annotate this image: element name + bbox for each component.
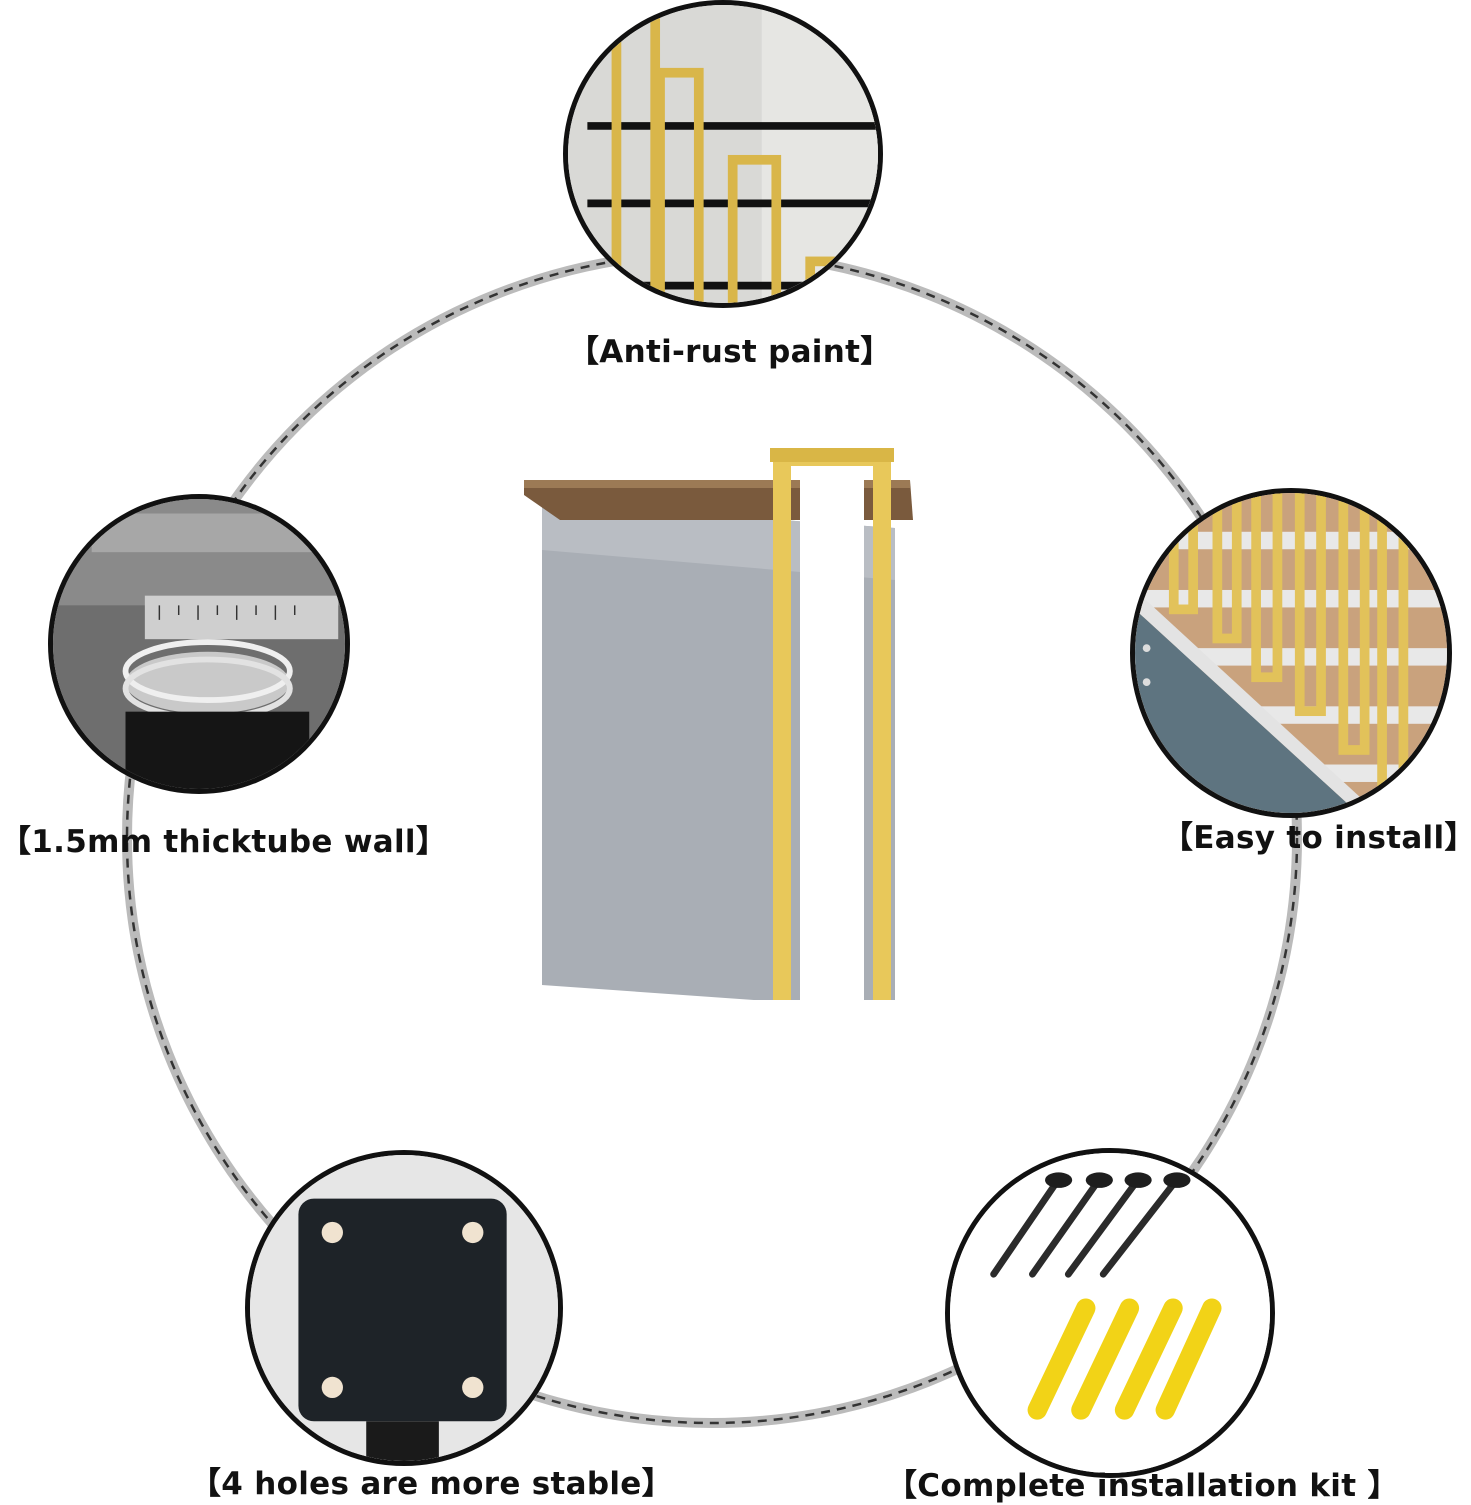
anti-rust-paint-caption: 【Anti-rust paint】 (568, 334, 892, 370)
easy-install-caption: 【Easy to install】 (1162, 820, 1471, 856)
easy-install-photo (1130, 488, 1452, 818)
four-holes-caption: 【4 holes are more stable】 (190, 1466, 673, 1502)
base-plate-photo (245, 1150, 563, 1466)
installation-kit-caption: 【Complete installation kit 】 (886, 1468, 1399, 1504)
installation-kit-photo (945, 1148, 1275, 1478)
anti-rust-paint-photo (563, 0, 883, 308)
tube-wall-caliper-photo (48, 494, 350, 794)
gold-stair-railing-icon (524, 448, 913, 1000)
tube-wall-caption: 【1.5mm thicktube wall】 (0, 824, 448, 860)
